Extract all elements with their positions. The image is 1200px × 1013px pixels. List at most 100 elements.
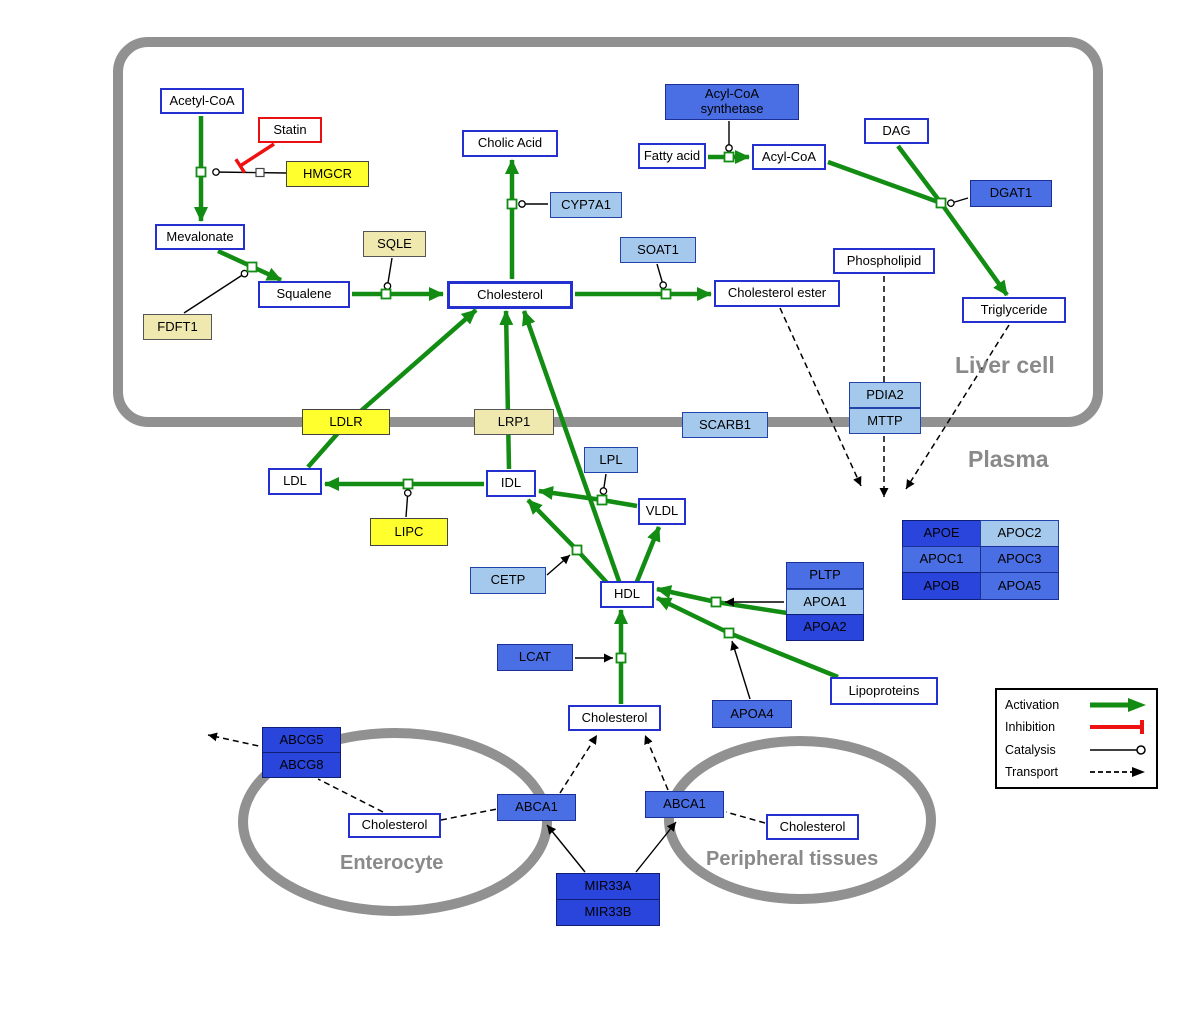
node-mttp[interactable]: MTTP	[849, 408, 921, 434]
node-lpl[interactable]: LPL	[584, 447, 638, 473]
edge-cholesterolester-plasma-transport	[779, 307, 862, 487]
node-vldl[interactable]: VLDL	[638, 498, 686, 525]
node-apoc2[interactable]: APOC2	[980, 520, 1059, 547]
node-apoa4[interactable]: APOA4	[712, 700, 792, 728]
node-scarb1[interactable]: SCARB1	[682, 412, 768, 438]
legend-row-catalysis: Catalysis	[1005, 741, 1148, 759]
edge-dgat1-catalysis	[947, 197, 969, 207]
edge-apoa4-anchor	[730, 640, 751, 700]
node-lipc[interactable]: LIPC	[370, 518, 448, 546]
edge-cholesterol-abca1-peripheral-transport	[725, 811, 766, 824]
node-acyl-coa[interactable]: Acyl-CoA	[752, 144, 826, 170]
plasma-label: Plasma	[968, 446, 1049, 472]
edge-cetp-anchor	[546, 554, 571, 576]
reaction-anchor	[596, 494, 608, 506]
node-idl[interactable]: IDL	[486, 470, 536, 497]
legend-row-inhibition: Inhibition	[1005, 718, 1148, 736]
node-acetyl-coa[interactable]: Acetyl-CoA	[160, 88, 244, 114]
node-abcg5[interactable]: ABCG5	[262, 727, 341, 753]
node-ldlr[interactable]: LDLR	[302, 409, 390, 435]
node-lipoproteins[interactable]: Lipoproteins	[830, 677, 938, 705]
node-mevalonate[interactable]: Mevalonate	[155, 224, 245, 250]
node-cholesterol-liver[interactable]: Cholesterol	[447, 281, 573, 309]
legend-row-transport: Transport	[1005, 763, 1148, 781]
edge-dag-junction	[896, 144, 943, 205]
transport-dashed-arrow-icon	[1090, 766, 1145, 777]
node-apoa5[interactable]: APOA5	[980, 572, 1059, 600]
legend-activation-label: Activation	[1005, 698, 1060, 713]
node-cholesterol-plasma[interactable]: Cholesterol	[568, 705, 661, 731]
node-hdl[interactable]: HDL	[600, 581, 654, 608]
enterocyte-membrane	[238, 728, 552, 916]
reaction-anchor	[615, 652, 627, 664]
node-mir33b[interactable]: MIR33B	[556, 899, 660, 926]
reaction-anchor	[380, 288, 392, 300]
edge-abcg-export-transport	[207, 732, 269, 749]
node-pdia2[interactable]: PDIA2	[849, 382, 921, 408]
node-ldl[interactable]: LDL	[268, 468, 322, 495]
edge-lpl-catalysis	[599, 473, 608, 495]
node-apoe[interactable]: APOE	[902, 520, 981, 547]
node-lrp1[interactable]: LRP1	[474, 409, 554, 435]
liver-cell-label: Liver cell	[955, 352, 1055, 378]
reaction-anchor	[723, 151, 735, 163]
catalysis-circle-icon	[1090, 744, 1146, 755]
node-apoc1[interactable]: APOC1	[902, 546, 981, 573]
node-dgat1[interactable]: DGAT1	[970, 180, 1052, 207]
enterocyte-label: Enterocyte	[340, 852, 444, 874]
edge-fdft1-catalysis	[183, 269, 249, 314]
edge-hdl-cholesterol-liver	[521, 310, 623, 585]
node-cholesterol-peripheral[interactable]: Cholesterol	[766, 814, 859, 840]
edge-mir33-abca1-enterocyte	[546, 824, 586, 873]
legend-catalysis-label: Catalysis	[1005, 742, 1056, 757]
edge-abca1-peripheral-cholesterol-transport	[644, 734, 669, 791]
node-cholesterol-enterocyte[interactable]: Cholesterol	[348, 813, 441, 838]
legend-inhibition-label: Inhibition	[1005, 720, 1056, 735]
node-hmgcr[interactable]: HMGCR	[286, 161, 369, 187]
node-sqle[interactable]: SQLE	[363, 231, 426, 257]
node-cyp7a1[interactable]: CYP7A1	[550, 192, 622, 218]
node-cetp[interactable]: CETP	[470, 567, 546, 594]
node-triglyceride[interactable]: Triglyceride	[962, 297, 1066, 323]
reaction-anchor	[660, 288, 672, 300]
node-cholic-acid[interactable]: Cholic Acid	[462, 130, 558, 157]
reaction-anchor	[935, 197, 947, 209]
reaction-anchor	[710, 596, 722, 608]
node-abca1-peripheral[interactable]: ABCA1	[645, 791, 724, 818]
node-fdft1[interactable]: FDFT1	[143, 314, 212, 340]
node-soat1[interactable]: SOAT1	[620, 237, 696, 263]
legend: Activation Inhibition Catalysis Transpor…	[995, 688, 1158, 789]
node-statin[interactable]: Statin	[258, 117, 322, 143]
edge-abca1-enterocyte-cholesterol-transport	[559, 734, 598, 794]
node-acyl-coa-synthetase[interactable]: Acyl-CoA synthetase	[665, 84, 799, 120]
activation-arrow-icon	[1090, 698, 1146, 713]
node-apoa2[interactable]: APOA2	[786, 614, 864, 641]
reaction-anchor	[246, 261, 258, 273]
node-apoc3[interactable]: APOC3	[980, 546, 1059, 573]
node-abca1-enterocyte[interactable]: ABCA1	[497, 794, 576, 821]
node-cholesterol-ester[interactable]: Cholesterol ester	[714, 280, 840, 307]
node-fatty-acid[interactable]: Fatty acid	[638, 143, 706, 169]
edge-soat1-catalysis	[656, 263, 668, 289]
reaction-anchor	[571, 544, 583, 556]
edge-cholesterol-abcg-transport	[317, 778, 384, 813]
node-squalene[interactable]: Squalene	[258, 281, 350, 308]
peripheral-tissues-label: Peripheral tissues	[706, 848, 879, 870]
edge-hmgcr-catalysis	[212, 168, 287, 176]
node-pltp[interactable]: PLTP	[786, 562, 864, 589]
node-phospholipid[interactable]: Phospholipid	[833, 248, 935, 274]
reaction-anchor	[723, 627, 735, 639]
node-abcg8[interactable]: ABCG8	[262, 752, 341, 778]
reaction-anchor	[195, 166, 207, 178]
node-dag[interactable]: DAG	[864, 118, 929, 144]
node-lcat[interactable]: LCAT	[497, 644, 573, 671]
edge-lipc-catalysis	[403, 489, 412, 518]
node-apob[interactable]: APOB	[902, 572, 981, 600]
legend-transport-label: Transport	[1005, 764, 1059, 779]
node-mir33a[interactable]: MIR33A	[556, 873, 660, 900]
node-apoa1[interactable]: APOA1	[786, 589, 864, 615]
edge-mir33-abca1-peripheral	[635, 821, 677, 873]
edge-idl-lrp1-cholesterol	[499, 310, 514, 470]
